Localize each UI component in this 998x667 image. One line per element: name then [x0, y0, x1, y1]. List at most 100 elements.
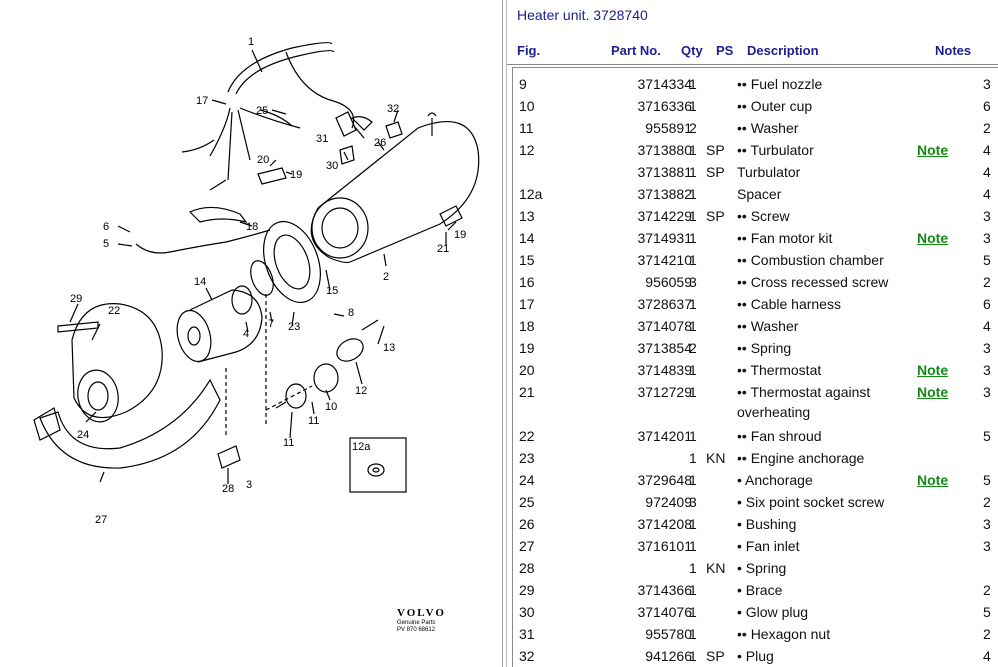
part-no-cell: 3714208 [637, 516, 692, 532]
note-link[interactable]: Note [917, 384, 949, 400]
description-cell: • Plug [737, 648, 774, 664]
qty-cell: 1 [689, 582, 697, 598]
header-notes: Notes [935, 43, 972, 58]
description-cell: • Brace [737, 582, 783, 598]
svg-text:5: 5 [103, 238, 109, 250]
notes-number-cell: 3 [983, 340, 991, 356]
svg-text:18: 18 [246, 221, 258, 233]
svg-text:4: 4 [243, 328, 249, 340]
part-no-cell: 3714229 [637, 208, 692, 224]
part-no-cell: 3714366 [637, 582, 692, 598]
parts-table: Heater unit. 3728740 Fig. Part No. Qty P… [506, 0, 998, 667]
svg-text:1: 1 [248, 36, 254, 48]
part-no-cell: 3714839 [637, 362, 692, 378]
notes-number-cell: 2 [983, 626, 991, 642]
qty-cell: 1 [689, 428, 697, 444]
svg-text:29: 29 [70, 293, 82, 305]
qty-cell: 3 [689, 274, 697, 290]
svg-text:2: 2 [383, 271, 389, 283]
notes-number-cell: 4 [983, 164, 991, 180]
ps-cell: SP [706, 208, 725, 224]
qty-cell: 1 [689, 98, 697, 114]
fig-cell: 28 [519, 560, 535, 576]
fig-cell: 12 [519, 142, 535, 158]
notes-number-cell: 4 [983, 318, 991, 334]
note-link[interactable]: Note [917, 142, 949, 158]
qty-cell: 1 [689, 186, 697, 202]
note-link[interactable]: Note [917, 230, 949, 246]
fig-cell: 10 [519, 98, 535, 114]
svg-text:20: 20 [257, 154, 269, 166]
svg-text:7: 7 [268, 318, 274, 330]
notes-number-cell: 5 [983, 252, 991, 268]
svg-text:32: 32 [387, 103, 399, 115]
notes-number-cell: 2 [983, 582, 991, 598]
description-continuation: overheating [737, 404, 811, 420]
qty-cell: 3 [689, 494, 697, 510]
qty-cell: 2 [689, 340, 697, 356]
part-no-cell: 972409 [645, 494, 692, 510]
svg-text:24: 24 [77, 429, 89, 441]
svg-text:26: 26 [374, 137, 386, 149]
ps-cell: SP [706, 648, 725, 664]
fig-cell: 11 [519, 120, 534, 136]
description-cell: •• Engine anchorage [737, 450, 865, 466]
description-cell: •• Fuel nozzle [737, 76, 823, 92]
svg-text:21: 21 [437, 243, 449, 255]
part-no-cell: 3713880 [637, 142, 692, 158]
description-cell: •• Washer [737, 120, 799, 136]
description-cell: Turbulator [737, 164, 801, 180]
exploded-view-drawing: 1 2 3 4 5 6 7 8 10 11 11 12 12a 13 14 15… [33, 36, 480, 526]
notes-number-cell: 3 [983, 230, 991, 246]
svg-text:25: 25 [256, 105, 268, 117]
part-no-cell: 3728637 [637, 296, 692, 312]
description-cell: •• Cross recessed screw [737, 274, 889, 290]
description-cell: •• Screw [737, 208, 790, 224]
page-title: Heater unit. 3728740 [517, 7, 648, 23]
part-no-cell: 3714078 [637, 318, 692, 334]
svg-text:6: 6 [103, 221, 109, 233]
description-cell: • Bushing [737, 516, 797, 532]
note-link[interactable]: Note [917, 362, 949, 378]
svg-text:11: 11 [283, 437, 294, 449]
description-cell: • Six point socket screw [737, 494, 885, 510]
description-cell: •• Fan motor kit [737, 230, 833, 246]
qty-cell: 1 [689, 560, 697, 576]
part-no-cell: 3714931 [637, 230, 692, 246]
qty-cell: 1 [689, 538, 697, 554]
notes-number-cell: 3 [983, 76, 991, 92]
description-cell: • Spring [737, 560, 787, 576]
notes-number-cell: 5 [983, 472, 991, 488]
fig-cell: 21 [519, 384, 535, 400]
part-no-cell: 955780 [645, 626, 692, 642]
svg-text:12a: 12a [352, 441, 371, 453]
qty-cell: 1 [689, 142, 697, 158]
note-link[interactable]: Note [917, 472, 949, 488]
qty-cell: 1 [689, 384, 697, 400]
description-cell: •• Spring [737, 340, 792, 356]
fig-cell: 30 [519, 604, 535, 620]
description-cell: •• Turbulator [737, 142, 814, 158]
notes-number-cell: 3 [983, 362, 991, 378]
part-no-cell: 955891 [645, 120, 692, 136]
description-cell: •• Hexagon nut [737, 626, 831, 642]
description-cell: • Anchorage [737, 472, 813, 488]
description-cell: •• Fan shroud [737, 428, 822, 444]
fig-cell: 24 [519, 472, 535, 488]
fig-cell: 18 [519, 318, 535, 334]
description-cell: •• Outer cup [737, 98, 813, 114]
description-cell: • Glow plug [737, 604, 809, 620]
table-body-frame [512, 67, 998, 667]
